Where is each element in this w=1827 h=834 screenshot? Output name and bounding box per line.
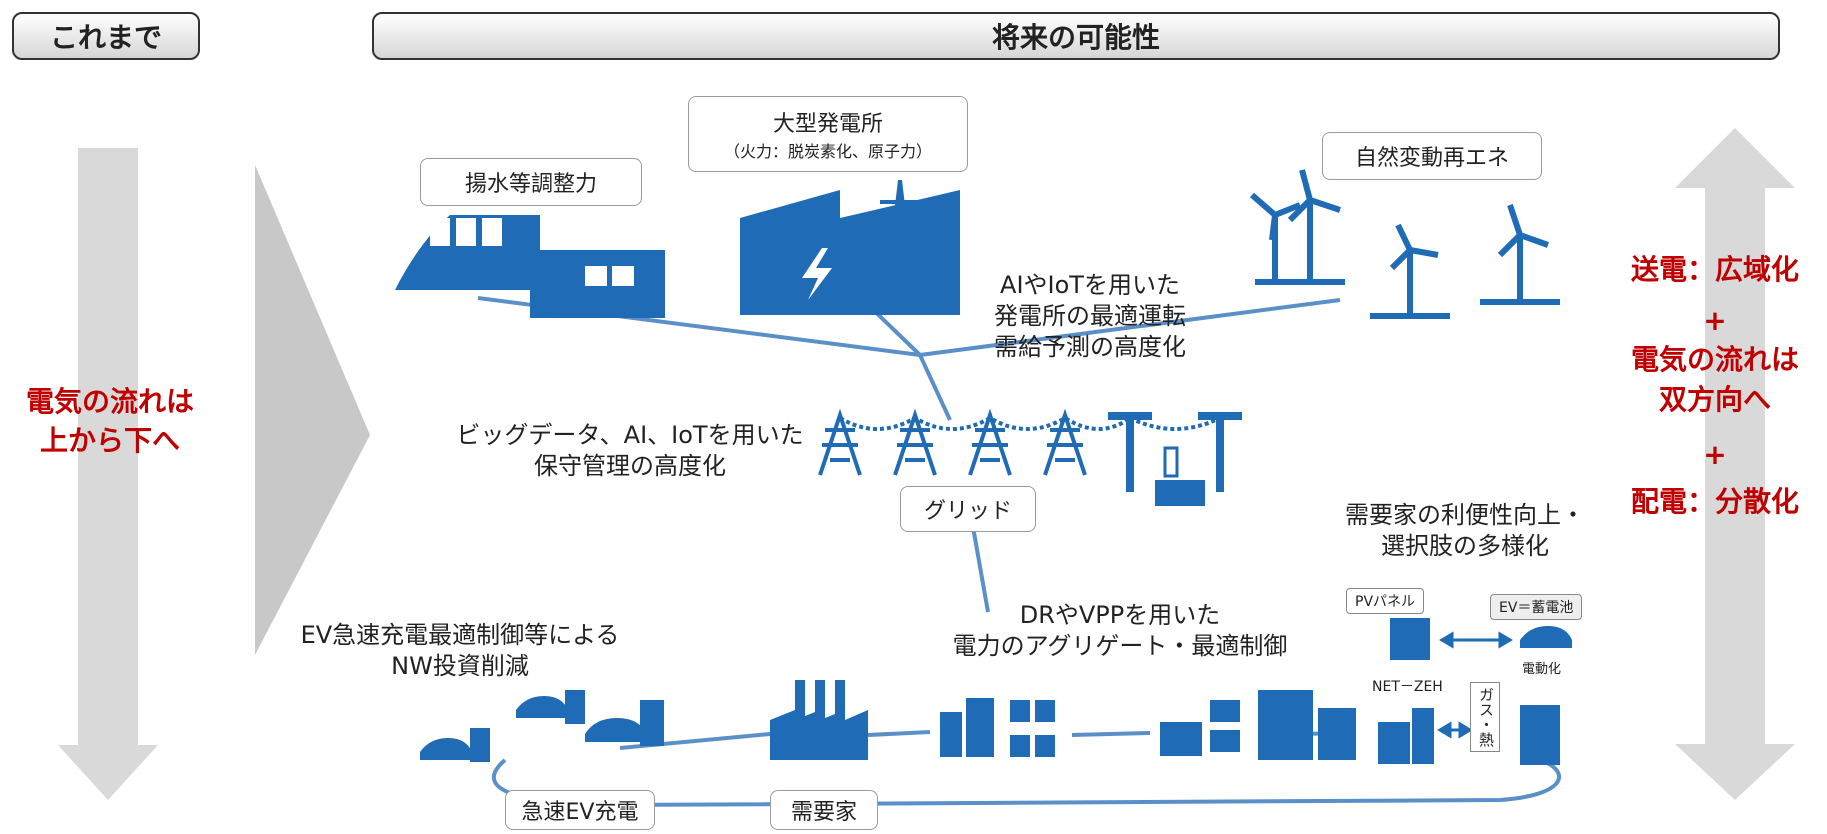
- past-header: これまで: [12, 12, 200, 60]
- distribution-text: 配電：分散化: [1630, 484, 1799, 518]
- text-line: 需要家の利便性向上・: [1345, 501, 1585, 529]
- ev-nw-text: EV急速充電最適制御等による NW投資削減: [270, 620, 650, 682]
- flow-line-2: 双方向へ: [1658, 382, 1771, 416]
- building-icons: [940, 618, 1572, 765]
- ev-charging-icons: [420, 690, 664, 762]
- ai-iot-text: AIやIoTを用いた 発電所の最適運転 需給予測の高度化: [960, 270, 1220, 364]
- plus-sign: +: [1703, 304, 1727, 338]
- transmission-tower-icons: [818, 408, 1221, 476]
- text-line: ビッグデータ、AI、IoTを用いた: [456, 421, 804, 449]
- flow-line-2: 上から下へ: [39, 424, 180, 458]
- gas-heat-label: ガス・熱: [1470, 682, 1500, 752]
- down-arrow-icon: [58, 148, 158, 800]
- wind-turbine-icons: [1250, 169, 1560, 319]
- factory-icon: [770, 680, 868, 760]
- net-zeh-label: NET－ZEH: [1372, 679, 1443, 695]
- text-line: NW投資削減: [391, 652, 529, 681]
- label-text: 急速EV充電: [521, 800, 639, 825]
- pumped-storage-label: 揚水等調整力: [420, 158, 642, 206]
- ev-battery-label: EV＝蓄電池: [1490, 594, 1583, 620]
- label-text: 大型発電所: [772, 112, 883, 137]
- text-line: 選択肢の多様化: [1381, 532, 1549, 561]
- text-line: 電力のアグリゲート・最適制御: [952, 632, 1288, 661]
- dr-vpp-text: DRやVPPを用いた 電力のアグリゲート・最適制御: [930, 600, 1310, 662]
- label-text: グリッド: [923, 499, 1012, 524]
- demand-label: 需要家: [770, 790, 878, 830]
- label-text: 揚水等調整力: [464, 172, 597, 197]
- electrification-label: 電動化: [1522, 662, 1562, 677]
- flow-text-right: 送電：広域化 + 電気の流れは 双方向へ + 配電：分散化: [1605, 250, 1825, 521]
- consumer-text: 需要家の利便性向上・ 選択肢の多様化: [1300, 500, 1630, 562]
- bigdata-text: ビッグデータ、AI、IoTを用いた 保守管理の高度化: [440, 420, 820, 482]
- future-header: 将来の可能性: [372, 12, 1780, 60]
- label-text: 需要家: [790, 800, 857, 825]
- plus-sign: +: [1703, 437, 1727, 471]
- text-line: AIやIoTを用いた: [1000, 271, 1180, 299]
- pv-label: PVパネル: [1346, 588, 1425, 614]
- double-arrow-icons: [1437, 631, 1513, 739]
- flow-line-1: 電気の流れは: [1630, 343, 1799, 377]
- text-line: 保守管理の高度化: [534, 452, 726, 481]
- pumped-hydro-icon: [395, 215, 665, 318]
- grid-label: グリッド: [900, 486, 1036, 532]
- flow-line-1: 電気の流れは: [25, 385, 194, 418]
- renewable-label: 自然変動再エネ: [1322, 132, 1542, 180]
- label-text: 自然変動再エネ: [1354, 146, 1509, 171]
- text-line: 需給予測の高度化: [994, 333, 1186, 362]
- large-plant-label: 大型発電所 （火力：脱炭素化、原子力）: [688, 96, 968, 172]
- fast-ev-label: 急速EV充電: [505, 790, 655, 830]
- power-plant-icon: [740, 180, 960, 315]
- label-subtext: （火力：脱炭素化、原子力）: [723, 142, 932, 161]
- chevron-right-icon: [255, 165, 370, 655]
- utility-pole-icons: [1108, 412, 1242, 506]
- flow-text-left: 電気の流れは 上から下へ: [10, 382, 210, 460]
- text-line: 発電所の最適運転: [994, 302, 1186, 331]
- text-line: EV急速充電最適制御等による: [300, 621, 620, 649]
- bidirectional-arrow-icon: [1675, 128, 1795, 800]
- transmission-text: 送電：広域化: [1630, 253, 1799, 286]
- text-line: DRやVPPを用いた: [1019, 601, 1221, 629]
